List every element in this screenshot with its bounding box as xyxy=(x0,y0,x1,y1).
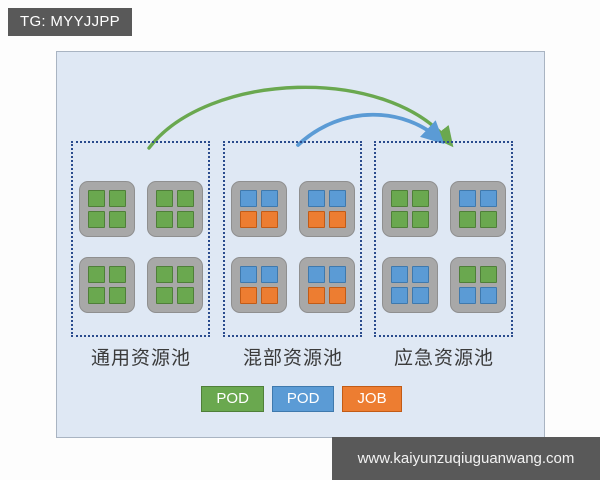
node-cell xyxy=(328,211,346,228)
node-cell xyxy=(307,190,325,207)
node-cell xyxy=(108,287,126,304)
node-cell xyxy=(458,287,476,304)
node-cell xyxy=(176,287,194,304)
node-cell xyxy=(260,190,278,207)
node-cell xyxy=(176,211,194,228)
node-cell xyxy=(260,211,278,228)
node-cell xyxy=(390,287,408,304)
node-cell xyxy=(176,266,194,283)
node-cell xyxy=(390,211,408,228)
node-cell xyxy=(479,266,497,283)
arrow-general-to-emergency xyxy=(147,85,454,150)
node-cell xyxy=(239,190,257,207)
node-cell xyxy=(239,287,257,304)
pool-label-emergency: 应急资源池 xyxy=(393,347,494,369)
pool-box-general[interactable] xyxy=(71,141,210,337)
node-cell xyxy=(155,266,173,283)
node-cell xyxy=(239,266,257,283)
node[interactable] xyxy=(298,181,355,237)
node-cell xyxy=(328,287,346,304)
node-cell xyxy=(479,287,497,304)
node[interactable] xyxy=(230,181,287,237)
node-cell xyxy=(239,211,257,228)
pool-label-colocation: 混部资源池 xyxy=(242,347,343,369)
node-cell xyxy=(479,190,497,207)
node[interactable] xyxy=(230,257,287,313)
node-cell xyxy=(411,287,429,304)
node-cell xyxy=(155,190,173,207)
node[interactable] xyxy=(146,257,203,313)
node-cell xyxy=(411,266,429,283)
node-cell xyxy=(479,211,497,228)
watermark-text: www.kaiyunzuqiuguanwang.com xyxy=(357,450,575,467)
pool-box-colocation[interactable] xyxy=(223,141,362,337)
node-cell xyxy=(390,266,408,283)
node[interactable] xyxy=(381,181,438,237)
node-cell xyxy=(155,287,173,304)
node[interactable] xyxy=(298,257,355,313)
node-grid-emergency xyxy=(381,181,506,313)
node[interactable] xyxy=(146,181,203,237)
node-cell xyxy=(307,266,325,283)
node-cell xyxy=(458,190,476,207)
node-grid-general xyxy=(78,181,203,313)
node[interactable] xyxy=(449,181,506,237)
node-cell xyxy=(260,266,278,283)
legend-chip-pod-green: POD xyxy=(201,386,264,412)
tag-badge: TG: MYYJJPP xyxy=(8,8,132,36)
node-cell xyxy=(411,211,429,228)
node-cell xyxy=(87,266,105,283)
node-cell xyxy=(87,211,105,228)
node-cell xyxy=(458,211,476,228)
node-cell xyxy=(390,190,408,207)
node-cell xyxy=(307,211,325,228)
pool-box-emergency[interactable] xyxy=(374,141,513,337)
diagram-canvas: 通用资源池 混部资源池 应急资源池 POD POD JOB xyxy=(56,51,545,438)
watermark-bar: www.kaiyunzuqiuguanwang.com xyxy=(332,437,600,480)
node-cell xyxy=(108,211,126,228)
node-cell xyxy=(87,287,105,304)
node-cell xyxy=(328,266,346,283)
node-cell xyxy=(176,190,194,207)
pool-label-general: 通用资源池 xyxy=(90,347,191,369)
node-cell xyxy=(458,266,476,283)
node-cell xyxy=(307,287,325,304)
node-cell xyxy=(411,190,429,207)
node[interactable] xyxy=(78,257,135,313)
node[interactable] xyxy=(449,257,506,313)
node[interactable] xyxy=(381,257,438,313)
legend: POD POD JOB xyxy=(57,386,546,412)
node-cell xyxy=(260,287,278,304)
node-cell xyxy=(155,211,173,228)
node-cell xyxy=(108,190,126,207)
node-cell xyxy=(87,190,105,207)
node-cell xyxy=(108,266,126,283)
node[interactable] xyxy=(78,181,135,237)
node-grid-colocation xyxy=(230,181,355,313)
node-cell xyxy=(328,190,346,207)
legend-chip-pod-blue: POD xyxy=(271,386,335,412)
legend-chip-job-orange: JOB xyxy=(342,386,402,412)
